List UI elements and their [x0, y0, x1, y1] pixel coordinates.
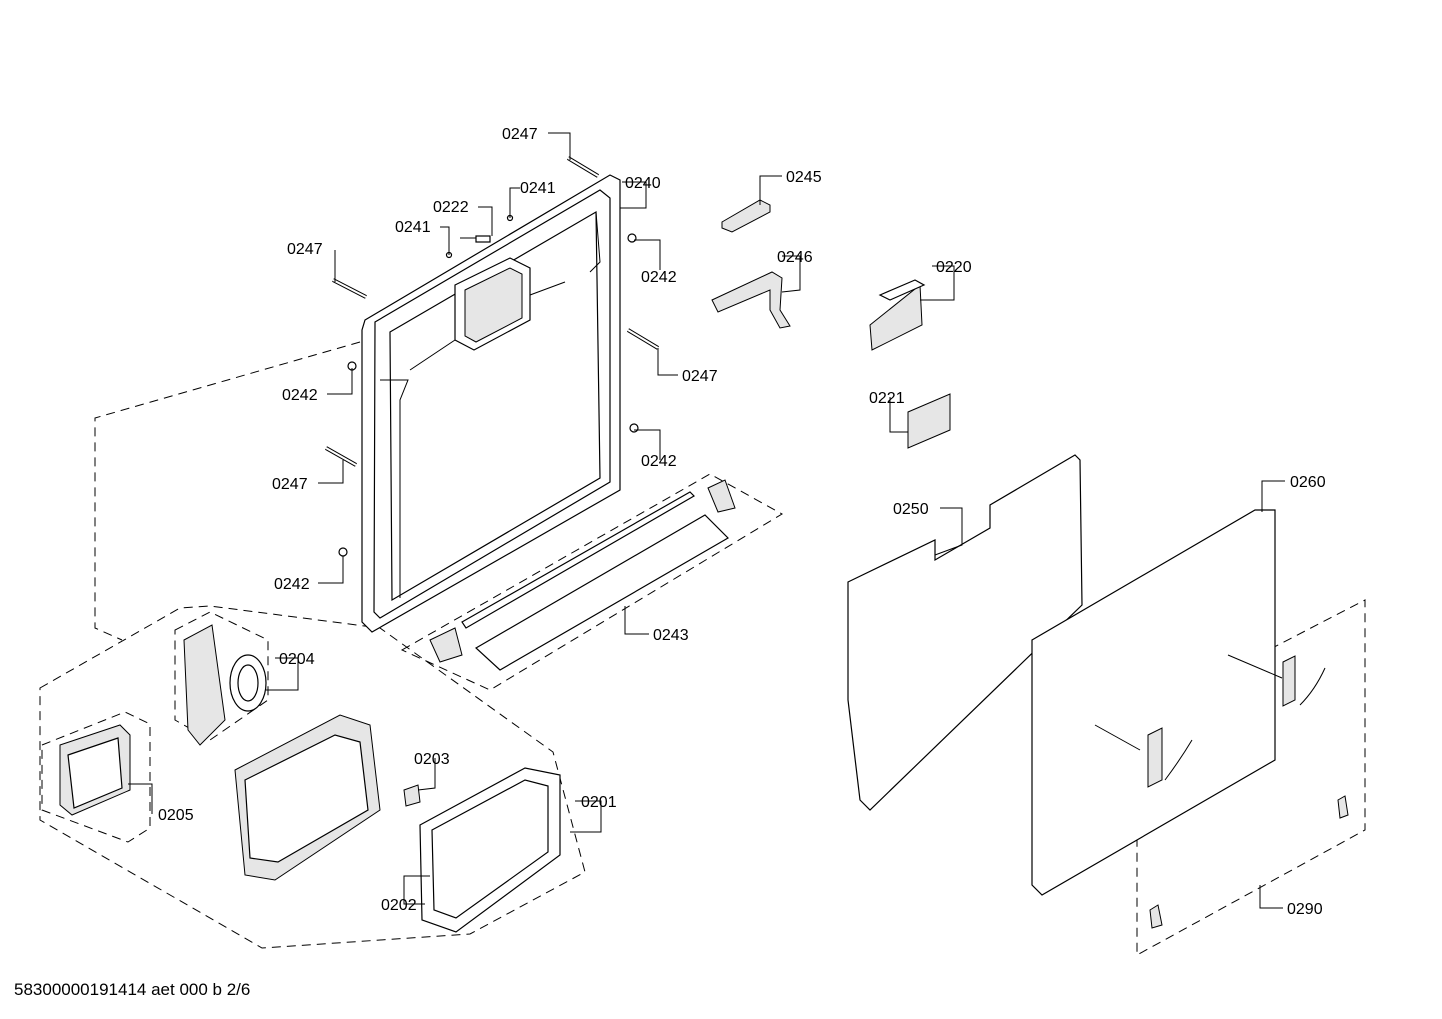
- group-outlines: [39, 341, 1366, 956]
- label-0247-top[interactable]: 0247: [502, 126, 538, 143]
- label-0220[interactable]: 0220: [936, 259, 972, 276]
- brackets-0290: [1149, 795, 1349, 929]
- inner-door-frame-0240: [361, 174, 621, 633]
- label-0247-left-bottom[interactable]: 0247: [272, 476, 308, 493]
- label-0247-right[interactable]: 0247: [682, 368, 718, 385]
- label-0221[interactable]: 0221: [869, 390, 905, 407]
- label-0242-left-top[interactable]: 0242: [282, 387, 318, 404]
- label-0245[interactable]: 0245: [786, 169, 822, 186]
- document-footer-code: 58300000191414 aet 000 b 2/6: [14, 980, 251, 999]
- label-0201[interactable]: 0201: [581, 794, 617, 811]
- label-0205[interactable]: 0205: [158, 807, 194, 824]
- label-0203[interactable]: 0203: [414, 751, 450, 768]
- label-0241-left[interactable]: 0241: [395, 219, 431, 236]
- label-0202[interactable]: 0202: [381, 897, 417, 914]
- label-0243[interactable]: 0243: [653, 627, 689, 644]
- label-0250[interactable]: 0250: [893, 501, 929, 518]
- rails-0243: [429, 479, 736, 671]
- label-0242-left-bottom[interactable]: 0242: [274, 576, 310, 593]
- panel-0250: [847, 454, 1083, 811]
- label-0241-top[interactable]: 0241: [520, 180, 556, 197]
- label-0242-right-bottom[interactable]: 0242: [641, 453, 677, 470]
- label-0290[interactable]: 0290: [1287, 901, 1323, 918]
- label-0247-left-top[interactable]: 0247: [287, 241, 323, 258]
- leader-lines: [128, 132, 1285, 909]
- part-labels: 0247 0241 0222 0241 0240 0247 0242 0242 …: [158, 126, 1326, 918]
- label-0242-right-top[interactable]: 0242: [641, 269, 677, 286]
- panel-0260: [1031, 509, 1326, 896]
- label-0222[interactable]: 0222: [433, 199, 469, 216]
- control-unit-parts: [59, 624, 561, 933]
- label-0246[interactable]: 0246: [777, 249, 813, 266]
- label-0240[interactable]: 0240: [625, 175, 661, 192]
- label-0204[interactable]: 0204: [279, 651, 315, 668]
- label-0260[interactable]: 0260: [1290, 474, 1326, 491]
- parts-0220-0221: [869, 279, 951, 449]
